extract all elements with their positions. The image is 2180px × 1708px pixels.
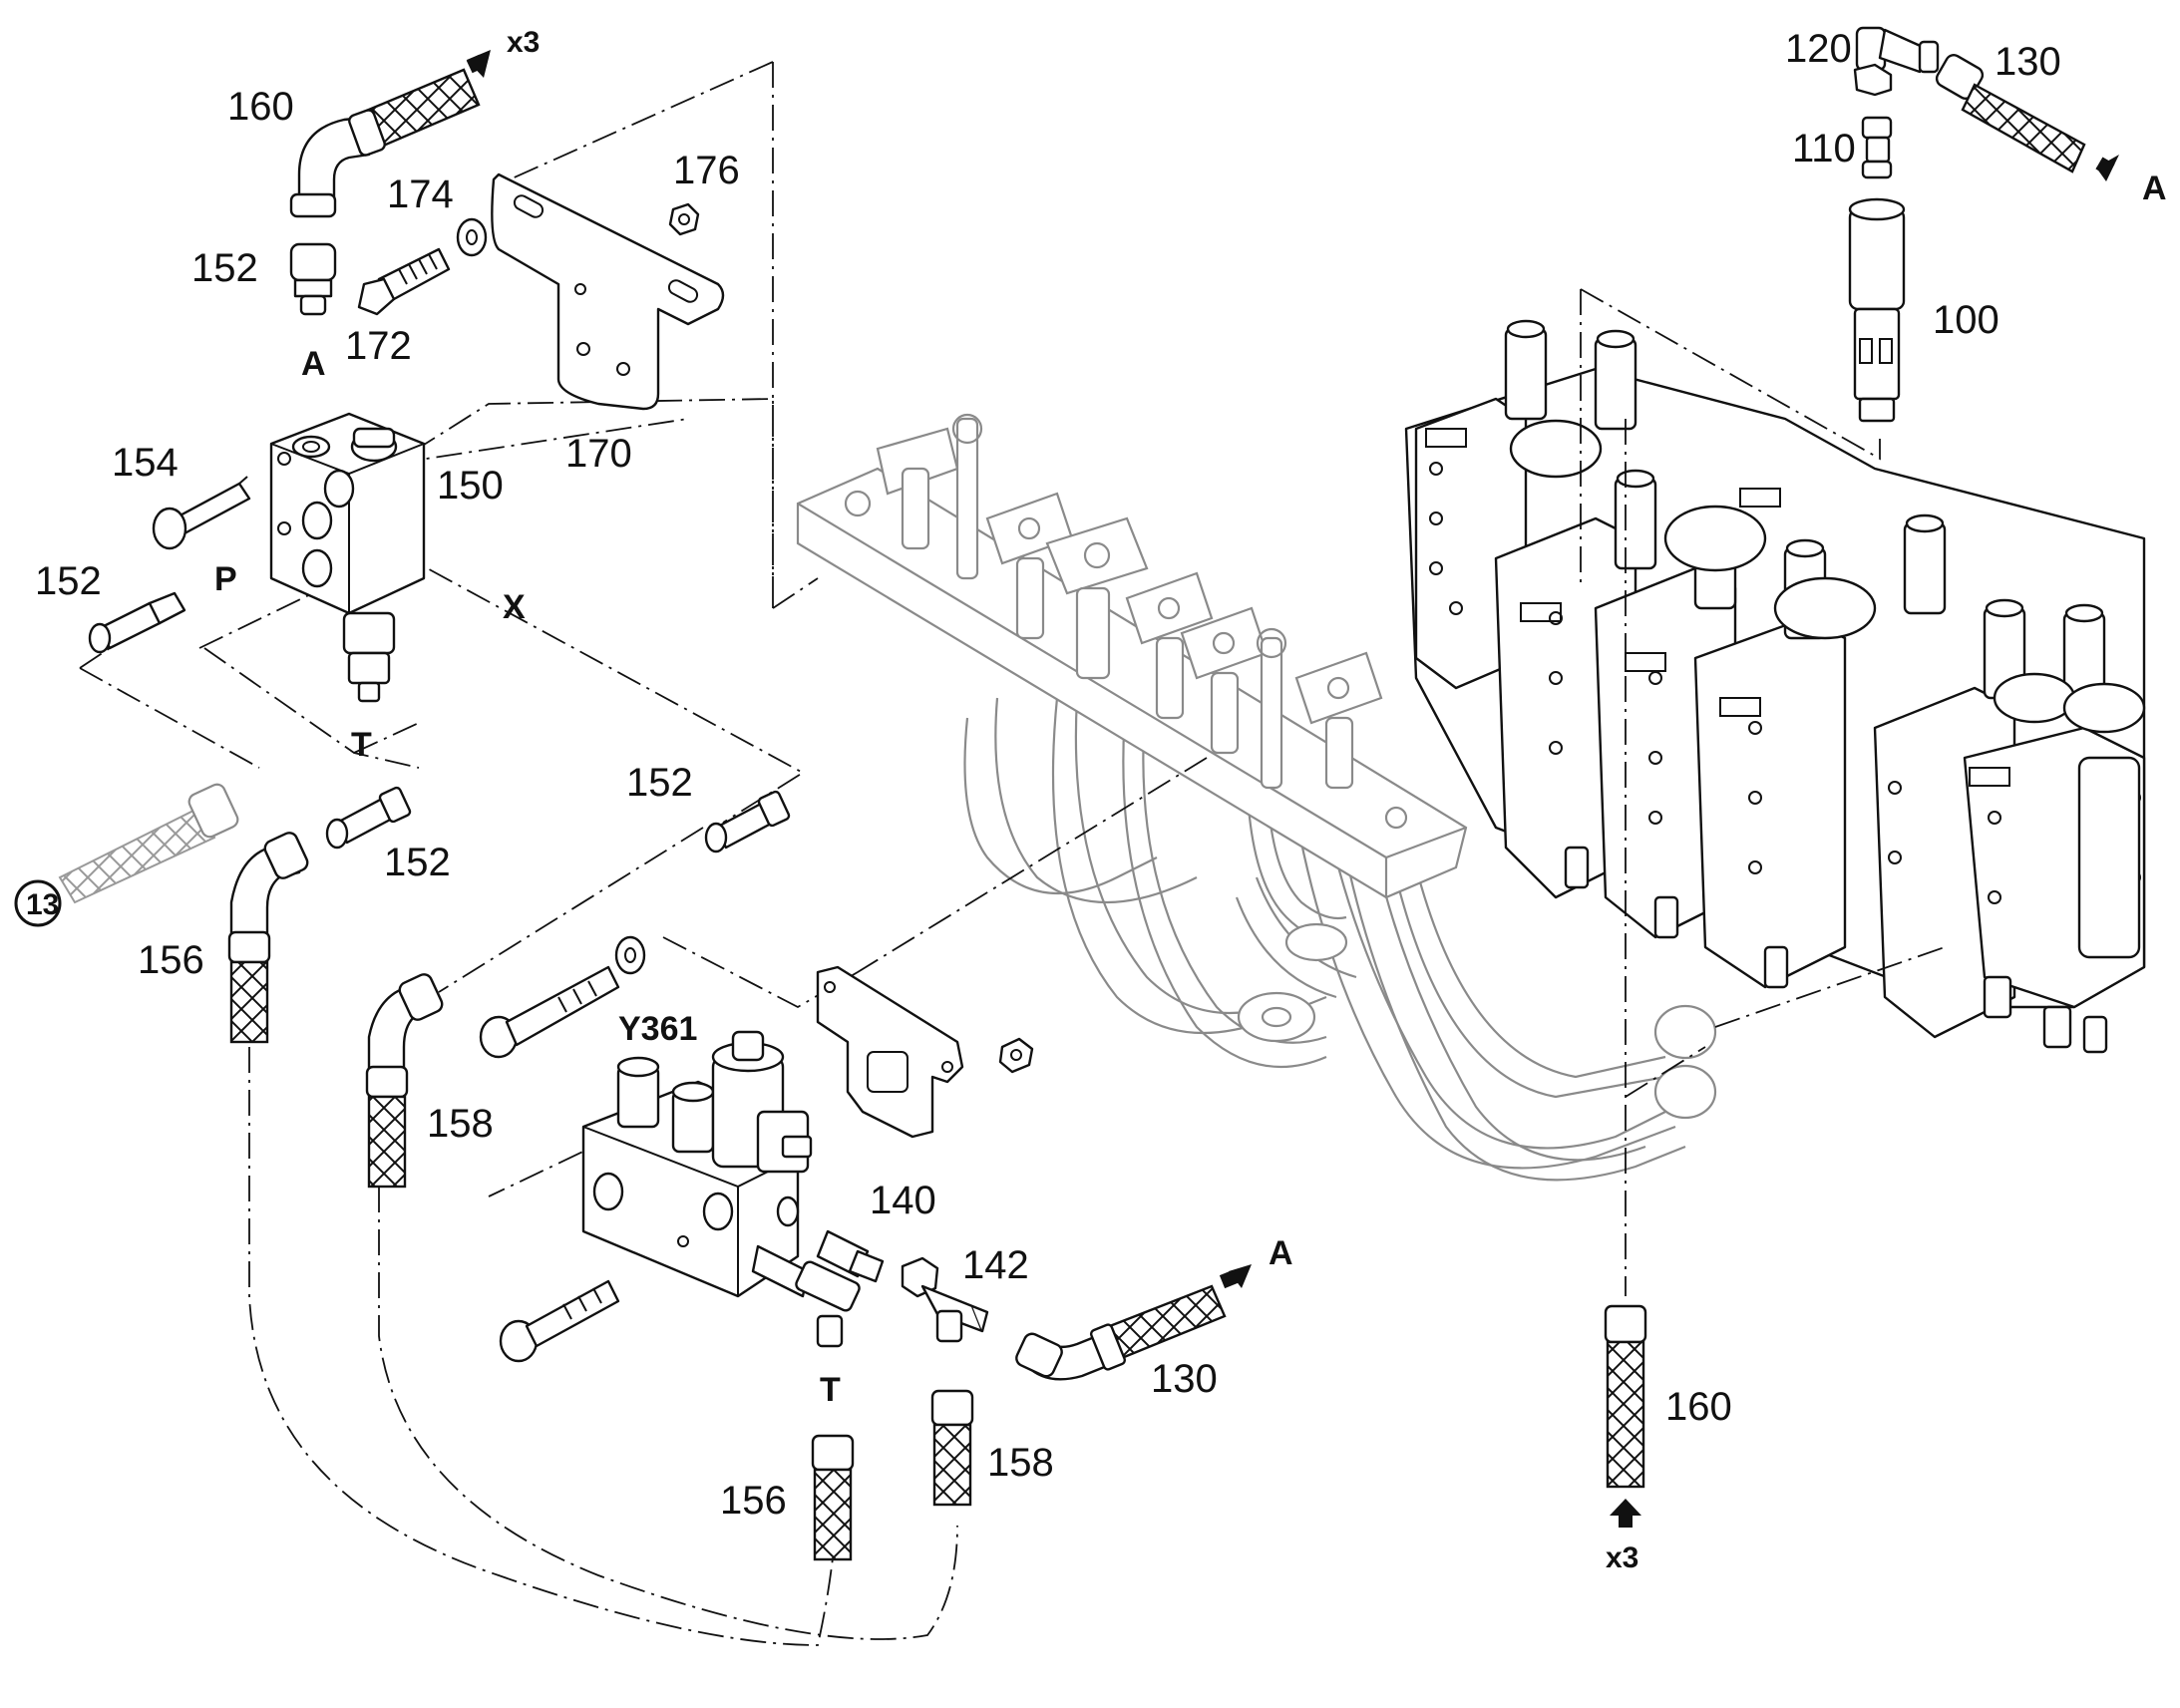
callout-labels: 120 130 110 100 160 176 174 152 172 170 … xyxy=(35,27,2061,1523)
callout-100: 100 xyxy=(1933,298,1999,342)
spool-caps xyxy=(1504,319,2146,734)
port-a-label-right: A xyxy=(2142,170,2167,207)
hose-130-top xyxy=(1935,54,2086,173)
callout-140: 140 xyxy=(870,1179,936,1222)
callout-130-top: 130 xyxy=(1995,40,2061,84)
nut-plate xyxy=(998,1037,1034,1074)
nut-176 xyxy=(668,202,700,236)
callout-158-left: 158 xyxy=(427,1102,494,1146)
callout-172: 172 xyxy=(345,324,412,368)
callout-142: 142 xyxy=(962,1243,1029,1287)
tee-142 xyxy=(901,1256,989,1343)
adapter-110 xyxy=(1861,116,1893,179)
callout-176: 176 xyxy=(673,149,740,192)
callout-160-bottom: 160 xyxy=(1665,1385,1732,1429)
callout-152-top: 152 xyxy=(191,246,258,290)
washer-y361 xyxy=(614,935,646,975)
solenoid-valve-y361 xyxy=(581,1030,813,1298)
callout-174: 174 xyxy=(387,172,454,216)
callout-110: 110 xyxy=(1792,127,1856,171)
fitting-152-x xyxy=(704,790,791,854)
callout-152-p: 152 xyxy=(35,559,102,603)
bolt-154 xyxy=(152,476,251,550)
port-p-label: P xyxy=(214,560,237,598)
hose-130-bottom xyxy=(1015,1284,1227,1381)
hose-160-bottom xyxy=(1604,1304,1647,1489)
arrows xyxy=(466,50,2119,1528)
manifold-assembly-background xyxy=(796,413,1717,1182)
elbow-120 xyxy=(1853,26,1940,97)
callout-152-x: 152 xyxy=(626,761,693,805)
port-a-label: A xyxy=(301,345,326,383)
callout-154: 154 xyxy=(112,441,179,485)
multiplier-x3-bottom: x3 xyxy=(1606,1541,1638,1574)
mounting-plate xyxy=(816,965,964,1139)
callout-170: 170 xyxy=(565,432,632,476)
fitting-152-p xyxy=(88,591,186,654)
tee-fitting-y361 xyxy=(751,1244,861,1348)
callout-152-t: 152 xyxy=(384,841,451,884)
arrow-a-mid xyxy=(1229,1264,1252,1288)
hose-160-top xyxy=(289,68,481,218)
fitting-140 xyxy=(816,1229,885,1283)
bolt-y361-bottom xyxy=(499,1279,620,1363)
port-t-label-bottom: T xyxy=(820,1371,841,1409)
callout-150: 150 xyxy=(437,464,504,508)
callout-156-bottom: 156 xyxy=(720,1479,787,1523)
callout-120: 120 xyxy=(1785,27,1852,71)
callout-160-top: 160 xyxy=(227,85,294,129)
bolt-y361-top xyxy=(479,965,620,1059)
fitting-152-t xyxy=(325,786,412,850)
port-t-label-left: T xyxy=(351,726,372,764)
hose-156-bottom xyxy=(811,1434,855,1561)
solenoid-y361-label: Y361 xyxy=(618,1010,697,1048)
callout-158-bottom: 158 xyxy=(987,1441,1054,1485)
hose-ref-13 xyxy=(58,783,239,904)
cartridge-100 xyxy=(1848,197,1906,423)
callout-156-left: 156 xyxy=(138,938,204,982)
callout-130-bottom: 130 xyxy=(1151,1357,1218,1401)
port-a-label-mid: A xyxy=(1269,1234,1293,1272)
washer-174 xyxy=(456,217,488,257)
control-valve-stack xyxy=(1404,319,2146,1054)
bolt-172 xyxy=(357,247,451,316)
hose-158-left xyxy=(365,973,444,1189)
port-x-label: X xyxy=(503,588,526,626)
bracket-170 xyxy=(491,172,725,411)
port-labels: A P X T T A A x3 x3 Y361 13 xyxy=(26,26,2167,1574)
reference-circle-13 xyxy=(14,879,62,927)
valve-block-150 xyxy=(269,412,426,703)
multiplier-x3-top: x3 xyxy=(507,26,540,59)
fitting-152-a xyxy=(289,242,337,316)
arrow-x3-bottom xyxy=(1610,1499,1641,1516)
hose-158-bottom xyxy=(930,1389,974,1507)
hose-156-left xyxy=(227,832,309,1044)
reference-13-label: 13 xyxy=(26,888,59,921)
